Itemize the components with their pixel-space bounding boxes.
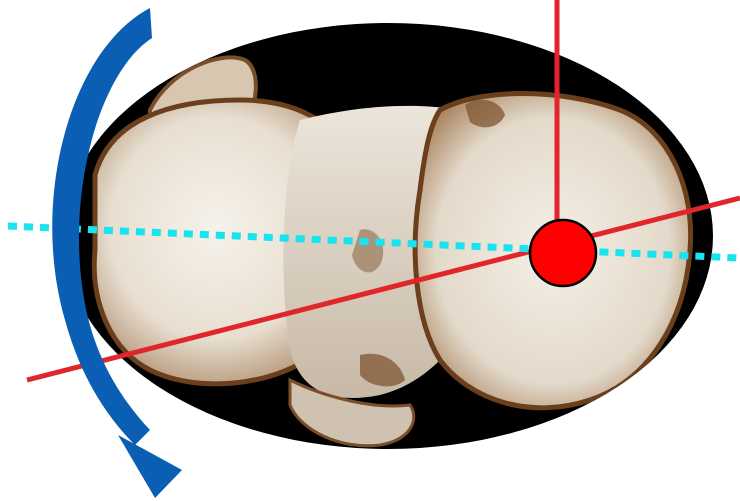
- rotation-arrow-head: [118, 435, 182, 498]
- red-circle-marker: [530, 220, 596, 286]
